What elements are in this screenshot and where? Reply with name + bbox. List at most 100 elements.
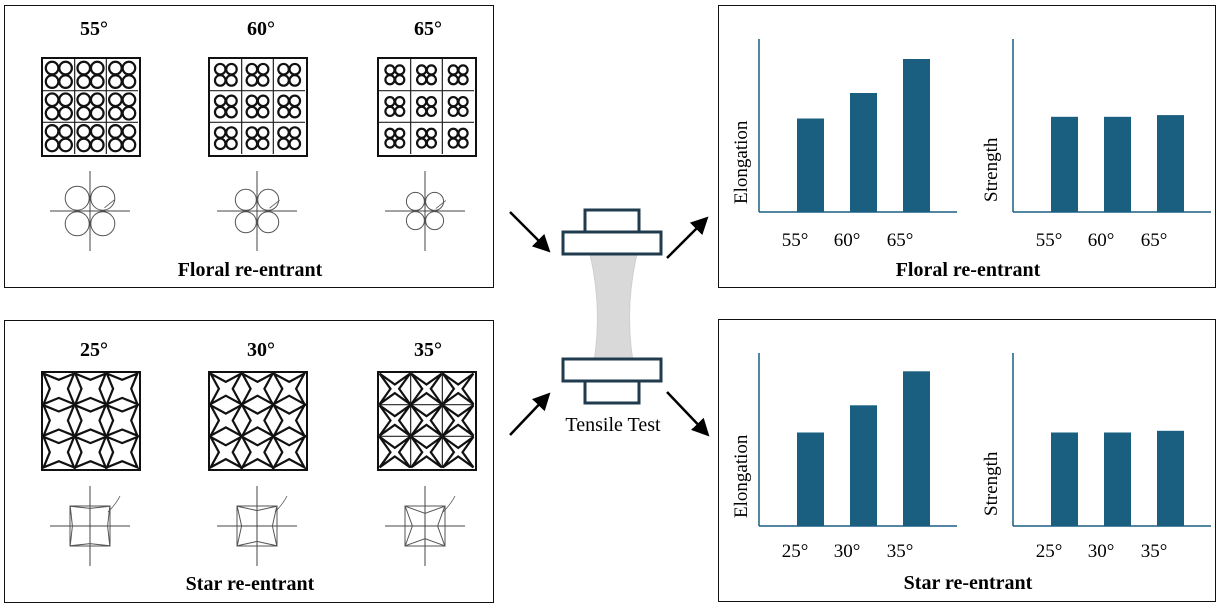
floral-petal <box>245 62 270 87</box>
star-cell <box>410 404 443 437</box>
floral-angle-2: 60° <box>247 18 275 40</box>
floral-elongation-chart <box>758 39 957 213</box>
floral-elongation-tick-2: 60° <box>833 230 861 251</box>
floral-elongation-ylabel: Elongation <box>731 120 752 204</box>
floral-petal <box>76 60 105 89</box>
floral-elongation-tick-1: 55° <box>781 230 809 251</box>
star-cell <box>378 404 411 437</box>
bar-25° <box>797 432 824 526</box>
star-cell <box>410 436 443 469</box>
star-cell <box>239 370 276 407</box>
star-angle-1: 25° <box>80 339 108 361</box>
star-elongation-tick-1: 25° <box>781 541 809 562</box>
star-angle-2: 30° <box>247 339 275 361</box>
floral-petal <box>384 64 406 86</box>
star-cell <box>41 371 77 407</box>
star-cell <box>239 434 276 471</box>
floral-petal <box>447 95 469 118</box>
floral-petal <box>415 64 438 86</box>
star-cell <box>73 403 108 438</box>
floral-petal <box>44 92 73 121</box>
floral-petal <box>447 64 469 86</box>
star-cell <box>41 403 77 438</box>
star-elongation-chart <box>758 353 957 527</box>
star-cell <box>239 402 276 439</box>
star-lattice-35 <box>377 371 477 471</box>
floral-petal <box>384 127 406 149</box>
arrow-test-to-floral-charts <box>666 216 709 259</box>
star-results-caption: Star re-entrant <box>903 572 1033 594</box>
star-cell <box>271 370 308 407</box>
floral-strength-tick-1: 55° <box>1035 230 1063 251</box>
star-unit-cell-35 <box>385 486 465 566</box>
star-strength-chart <box>1012 353 1211 527</box>
floral-petal <box>277 126 302 151</box>
star-elongation-tick-2: 30° <box>833 541 861 562</box>
floral-petal <box>415 127 438 149</box>
star-cell <box>73 371 108 407</box>
bar-55° <box>1051 116 1078 212</box>
bar-35° <box>903 371 930 526</box>
star-cell <box>271 402 308 439</box>
floral-strength-chart <box>1012 39 1211 213</box>
floral-petal <box>213 62 238 87</box>
floral-unit-cell-65 <box>385 171 465 251</box>
star-strength-tick-1: 25° <box>1035 541 1063 562</box>
floral-petal <box>76 92 105 121</box>
bar-30° <box>850 405 877 526</box>
floral-petal <box>245 94 270 119</box>
floral-unit-cell-60 <box>217 171 297 251</box>
upper-grip-bottom <box>561 230 663 256</box>
bar-55° <box>797 118 824 212</box>
star-cell <box>104 371 140 407</box>
floral-results-panel: Elongation Strength 55° 60° 65° 55° 60° … <box>718 5 1216 288</box>
star-cell <box>207 370 244 407</box>
star-strength-tick-2: 30° <box>1087 541 1115 562</box>
star-cell <box>378 372 411 405</box>
floral-petal <box>108 124 137 153</box>
floral-strength-tick-3: 65° <box>1140 230 1168 251</box>
arrow-star-to-test <box>509 392 551 436</box>
floral-caption: Floral re-entrant <box>177 259 323 281</box>
star-cell <box>41 434 77 470</box>
star-strength-ylabel: Strength <box>981 451 1002 516</box>
floral-petal <box>76 124 105 153</box>
floral-elongation-tick-3: 65° <box>886 230 914 251</box>
floral-petal <box>384 95 406 118</box>
star-cell <box>73 434 108 470</box>
floral-petal <box>44 60 73 89</box>
tensile-test-label: Tensile Test <box>565 414 661 436</box>
floral-petal <box>415 95 438 118</box>
floral-results-caption: Floral re-entrant <box>895 259 1041 281</box>
star-cell <box>442 436 475 469</box>
floral-petal <box>245 126 270 151</box>
star-elongation-ylabel: Elongation <box>731 434 752 518</box>
floral-petal <box>277 62 302 87</box>
star-design-panel: 25° 30° 35° Star re-entrant <box>4 320 494 603</box>
bar-65° <box>903 59 930 212</box>
floral-petal <box>277 94 302 119</box>
floral-petal <box>108 92 137 121</box>
bar-35° <box>1157 430 1184 526</box>
star-cell <box>207 434 244 471</box>
star-cell <box>378 436 411 469</box>
tensile-specimen <box>589 253 638 383</box>
floral-angle-3: 65° <box>414 18 442 40</box>
star-unit-cell-30 <box>217 486 297 566</box>
star-lattice-25 <box>41 371 141 471</box>
star-cell <box>442 404 475 437</box>
floral-strength-tick-2: 60° <box>1087 230 1115 251</box>
arrow-floral-to-test <box>509 211 551 253</box>
star-cell <box>271 434 308 471</box>
floral-angle-1: 55° <box>80 18 108 40</box>
star-lattice-30 <box>207 370 308 471</box>
star-cell <box>207 402 244 439</box>
star-unit-cell-25 <box>50 486 130 566</box>
floral-strength-ylabel: Strength <box>981 137 1002 202</box>
floral-lattice-55 <box>41 57 141 157</box>
bar-60° <box>850 93 877 212</box>
star-elongation-tick-3: 35° <box>886 541 914 562</box>
bar-60° <box>1104 116 1131 212</box>
floral-lattice-65 <box>377 57 477 157</box>
star-cell <box>104 434 140 470</box>
